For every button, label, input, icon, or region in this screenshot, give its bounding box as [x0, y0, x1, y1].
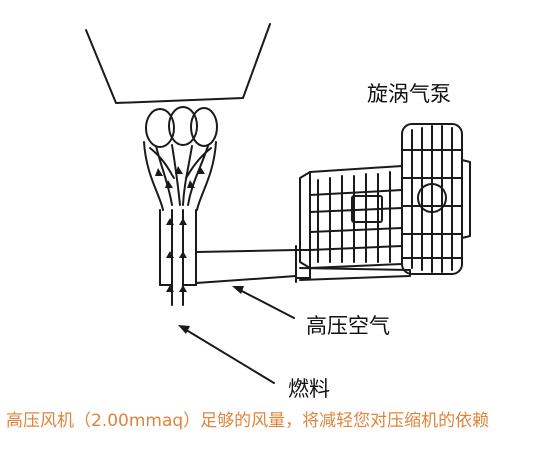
flow-arrow [166, 251, 174, 258]
burner-blower-diagram [85, 23, 471, 384]
hopper-outline [85, 23, 271, 104]
fuel-pointer [182, 327, 275, 384]
flow-arrow [179, 251, 187, 258]
flame-lobes [143, 106, 218, 211]
flow-arrow [155, 168, 163, 176]
flow-arrow [187, 180, 195, 188]
flow-arrow [165, 180, 173, 188]
pump-label: 旋涡气泵 [367, 82, 451, 106]
flow-arrow [166, 218, 174, 225]
burner-nozzle [159, 209, 197, 306]
flow-arrow [197, 166, 205, 174]
flow-arrow [179, 285, 187, 292]
fuel-label: 燃料 [288, 377, 330, 401]
vortex-pump [299, 123, 471, 281]
air-duct [195, 245, 311, 284]
flow-arrow [179, 218, 187, 225]
high-pressure-air-pointer [235, 287, 295, 319]
flow-arrow [166, 285, 174, 292]
flow-arrow [175, 166, 183, 174]
fuel-arrowhead [178, 325, 190, 334]
air-arrowhead [232, 286, 244, 294]
caption-text: 高压风机（2.00mmaq）足够的风量，将减轻您对压缩机的依赖 [6, 411, 490, 431]
high-pressure-air-label: 高压空气 [306, 314, 390, 338]
